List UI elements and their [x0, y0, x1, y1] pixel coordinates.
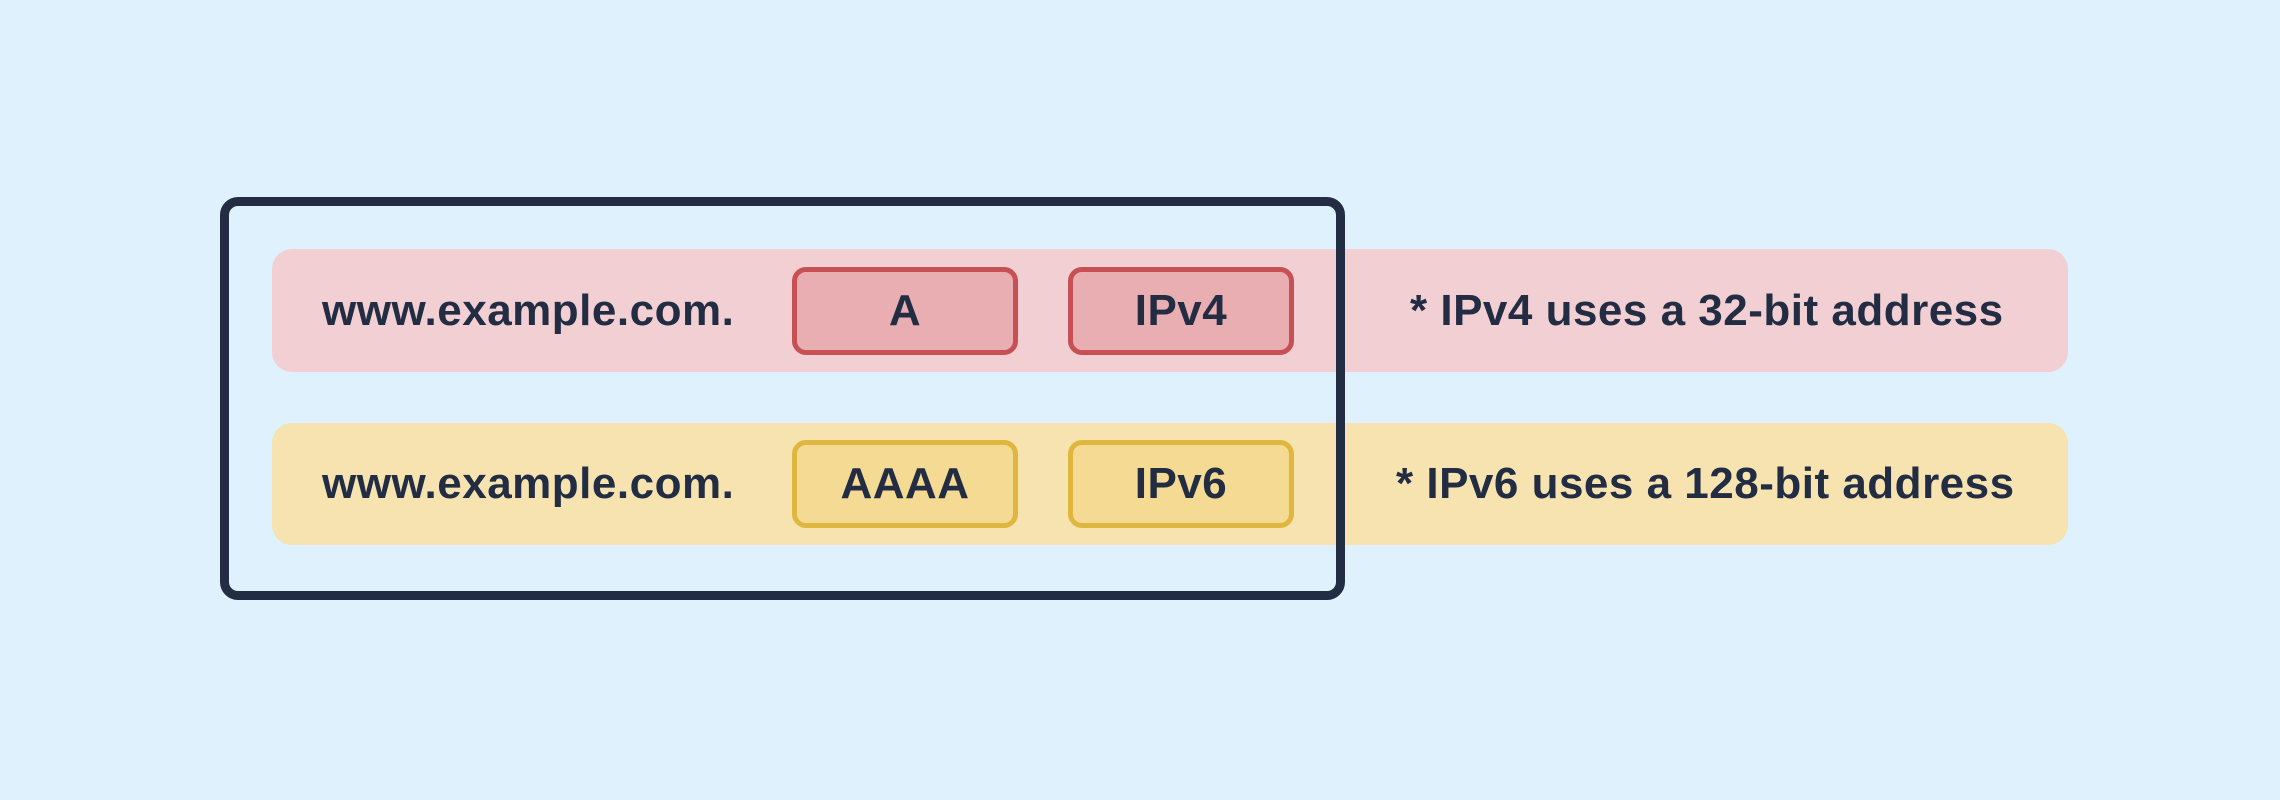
ipv6-record-row: www.example.com. AAAA IPv6 * IPv6 uses a…: [272, 423, 2068, 545]
ipv4-domain-name: www.example.com.: [322, 285, 735, 335]
a-record-type-badge: A: [792, 266, 1018, 355]
ipv6-version-badge: IPv6: [1068, 440, 1294, 528]
aaaa-record-type-badge: AAAA: [792, 440, 1018, 528]
ipv4-version-badge: IPv4: [1068, 266, 1294, 355]
ipv4-address-note: * IPv4 uses a 32-bit address: [1410, 285, 2004, 335]
ipv6-address-note: * IPv6 uses a 128-bit address: [1396, 459, 2015, 508]
ipv4-record-row: www.example.com. A IPv4 * IPv4 uses a 32…: [272, 249, 2068, 372]
ipv6-domain-name: www.example.com.: [322, 459, 735, 508]
